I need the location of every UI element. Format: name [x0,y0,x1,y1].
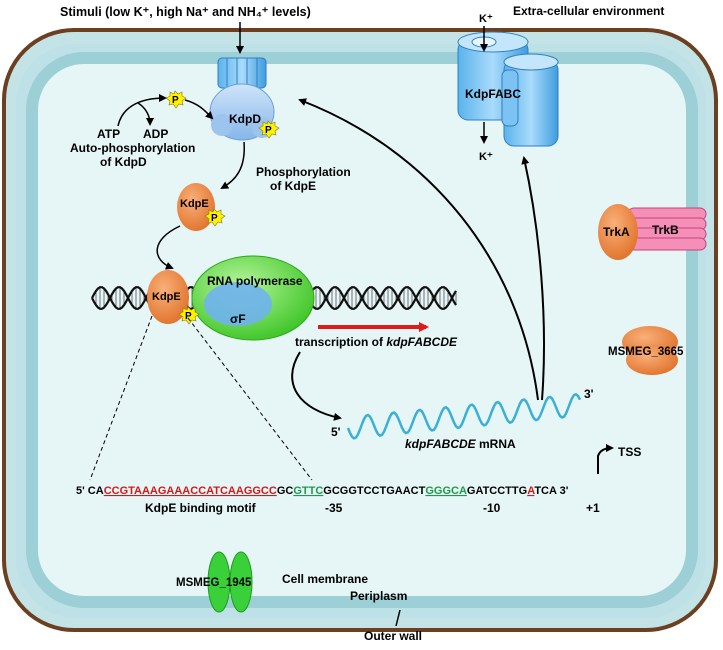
kdpe-free [177,183,215,231]
cell-membrane-label: Cell membrane [282,572,368,586]
atp-label: ATP [97,127,120,141]
tss-base: A [527,485,535,497]
msmeg3665-protein [622,326,678,375]
k-in-label: K⁺ [479,13,493,25]
phospho-star-kdpe-free [204,208,226,227]
kdpe-bound-label: KdpE [152,291,181,303]
box-35-seq: GTTC [293,485,323,497]
autophos-label-2: of KdpD [100,155,147,169]
plus1-label: +1 [586,501,600,515]
tss-label: TSS [618,445,641,459]
mrna-to-kdpd-arrow [298,98,539,401]
adp-label: ADP [143,127,168,141]
phospho-star-kdpe-bound [178,306,200,325]
kdpe-motif-seq: CCGTAAAGAAACCATCAAGGCC [104,485,277,497]
trka-label: TrkA [603,225,630,239]
autophos-label-1: Auto-phosphorylation [70,141,195,155]
rna-polymerase-label: RNA polymerase [207,274,303,288]
cell-membrane [26,52,698,608]
minus10-label: -10 [483,501,501,515]
phospho-label-kdpe-free: P [211,213,218,224]
trka-protein [598,204,638,260]
phospho-star-kdpd-top [165,90,187,109]
kdpe-to-dna-arrow [156,225,181,270]
to-mrna-arrow [291,351,342,421]
phos-kdpe-label-1: Phosphorylation [256,165,351,179]
kdpd-to-kdpe-arrow [220,141,245,189]
atp-adp-curve [117,94,167,127]
phospho-label-kdpd-side: P [265,125,272,136]
sigma-label: σF [230,312,246,326]
k-out-label: K⁺ [479,151,493,163]
mrna-three-prime: 3' [584,387,594,401]
box-10-seq: GGGCA [425,485,467,497]
stimuli-label: Stimuli (low K⁺, high Na⁺ and NH₄⁺ level… [60,5,311,19]
kdpfabc-label: KdpFABC [465,87,521,101]
kdpe-free-label: KdpE [180,198,209,210]
kdpe-motif-label: KdpE binding motif [145,501,257,515]
sigma-factor [204,282,272,326]
trkb-label: TrkB [652,223,679,237]
promoter-sequence: 5' CACCGTAAAGAAACCATCAAGGCCGCGTTCGCGGTCC… [76,485,569,497]
phospho-label-kdpe-bound: P [185,311,192,322]
phospho-transfer-arrow [184,99,214,120]
adp-branch [137,102,154,126]
phospho-label-kdpd-top: P [172,95,179,106]
kdpd-label: KdpD [229,112,261,126]
msmeg3665-label: MSMEG_3665 [608,346,684,358]
mrna-label: kdpFABCDE mRNA [405,437,516,451]
msmeg1945-label: MSMEG_1945 [176,577,252,589]
motif-guide-left [89,315,153,481]
outer-wall-label: Outer wall [364,629,422,643]
extracellular-label: Extra-cellular environment [513,4,664,18]
outer-wall-pointer [395,609,401,627]
tss-arrow [597,444,614,474]
kdpfabc-transporter [457,31,559,147]
transcription-label: transcription of kdpFABCDE [295,335,458,349]
msmeg1945-channel [207,551,253,613]
mrna-to-kdpfabc-arrow [521,156,545,401]
mrna-five-prime: 5' [331,425,341,439]
periplasm-label: Periplasm [350,589,407,603]
phos-kdpe-label-2: of KdpE [270,179,316,193]
kdpfabcde-mrna [346,392,582,440]
minus35-label: -35 [325,501,343,515]
kdpe-bound [147,270,189,324]
phospho-star-kdpd-side [258,120,280,139]
motif-guide-right [187,317,313,481]
